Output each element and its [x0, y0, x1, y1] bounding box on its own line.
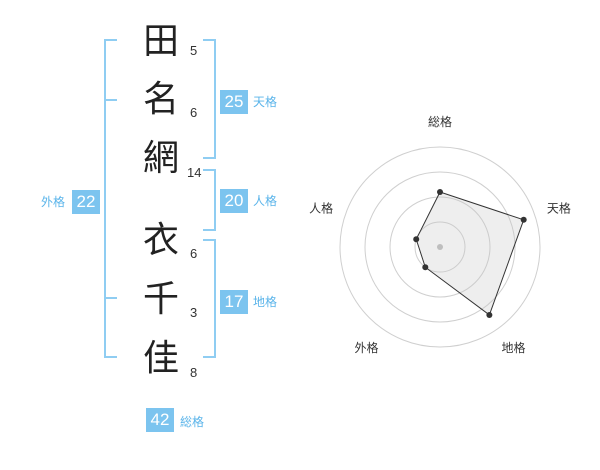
stroke-count-5: 3 [190, 305, 198, 320]
gaikaku-bracket [104, 39, 117, 358]
chikaku-bracket [203, 239, 216, 358]
stroke-count-4: 6 [190, 246, 198, 261]
radar-ring-4 [339, 146, 541, 348]
chikaku-label: 地格 [253, 295, 278, 309]
radar-axis-label-5: 人格 [309, 200, 333, 215]
kanji-3: 網 [142, 138, 179, 179]
tenkaku-bracket [203, 39, 216, 159]
kanji-1: 田 [142, 21, 179, 62]
radar-series-area [415, 191, 525, 316]
radar-point-5 [413, 236, 420, 243]
radar-ring-3 [364, 171, 516, 323]
stroke-count-6: 8 [190, 365, 198, 380]
gaikaku-label: 外格 [41, 195, 66, 209]
stroke-count-2: 6 [190, 105, 198, 120]
radar-point-4 [422, 264, 429, 271]
kanji-6: 佳 [142, 338, 179, 379]
kanji-5: 千 [142, 279, 179, 320]
soukaku-value: 42 [146, 408, 174, 432]
radar-point-1 [437, 189, 443, 195]
radar-point-3 [486, 311, 493, 318]
kanji-4: 衣 [142, 220, 179, 261]
stroke-count-3: 14 [187, 165, 202, 180]
jinkaku-bracket [203, 169, 216, 231]
jinkaku-label: 人格 [253, 194, 278, 208]
gaikaku-value: 22 [72, 190, 100, 214]
radar-axis-label-4: 外格 [355, 340, 379, 355]
kanji-2: 名 [142, 79, 179, 120]
radar-center [437, 244, 443, 250]
radar-ring-2 [389, 196, 491, 298]
stroke-count-1: 5 [190, 43, 198, 58]
tenkaku-label: 天格 [253, 95, 278, 109]
radar-point-2 [520, 216, 527, 223]
radar-ring-1 [414, 221, 466, 273]
jinkaku-value: 20 [220, 189, 248, 213]
tenkaku-value: 25 [220, 90, 248, 114]
radar-axis-label-2: 天格 [547, 200, 571, 215]
soukaku-label: 総格 [180, 415, 205, 429]
chikaku-value: 17 [220, 290, 248, 314]
radar-axis-label-1: 総格 [428, 114, 452, 129]
radar-axis-label-3: 地格 [501, 340, 525, 355]
